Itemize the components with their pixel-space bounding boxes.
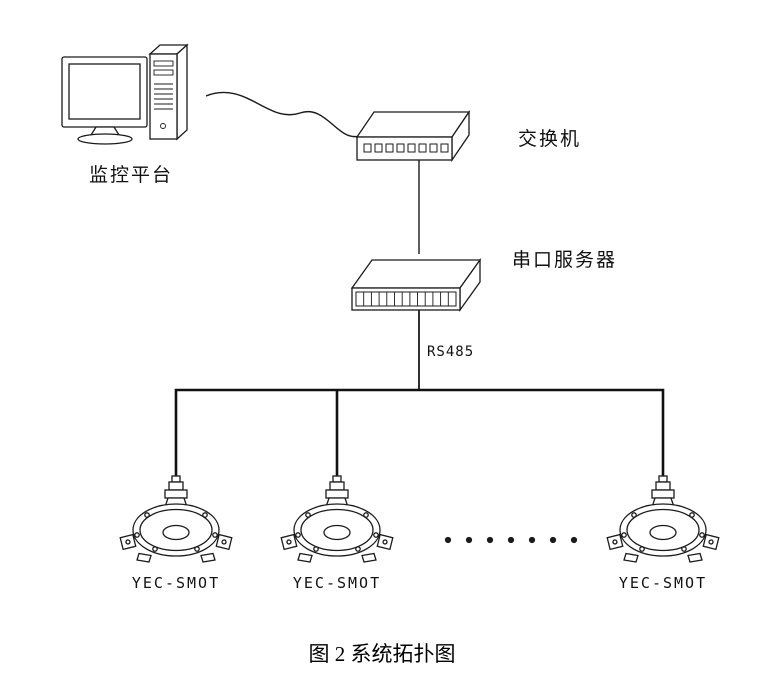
rs485-bus-line (174, 388, 665, 478)
rs485-label: RS485 (427, 344, 474, 360)
motor-label-3: YEC-SMOT (619, 574, 707, 592)
switch-device (355, 109, 471, 163)
motor-label-1: YEC-SMOT (132, 574, 220, 592)
switch-top-face (355, 111, 471, 138)
serial-server-label: 串口服务器 (512, 249, 617, 271)
motor-label-2: YEC-SMOT (293, 574, 381, 592)
ellipsis-dots (444, 536, 578, 544)
motor-device-1 (119, 475, 233, 563)
figure-caption: 图 2 系统拓扑图 (309, 642, 456, 666)
server-ports (355, 291, 457, 307)
switch-label: 交换机 (518, 128, 581, 150)
computer-label: 监控平台 (89, 164, 173, 186)
computer-to-switch-cable (205, 91, 360, 138)
pc-tower (148, 43, 189, 141)
switch-ports (363, 143, 449, 153)
monitoring-computer (61, 43, 189, 145)
motor-device-2 (280, 475, 394, 563)
server-top-face (350, 259, 482, 289)
monitor-screen (68, 63, 141, 120)
motor-device-3 (606, 475, 720, 563)
serial-server-device (350, 257, 482, 313)
monitor-base (77, 133, 133, 145)
